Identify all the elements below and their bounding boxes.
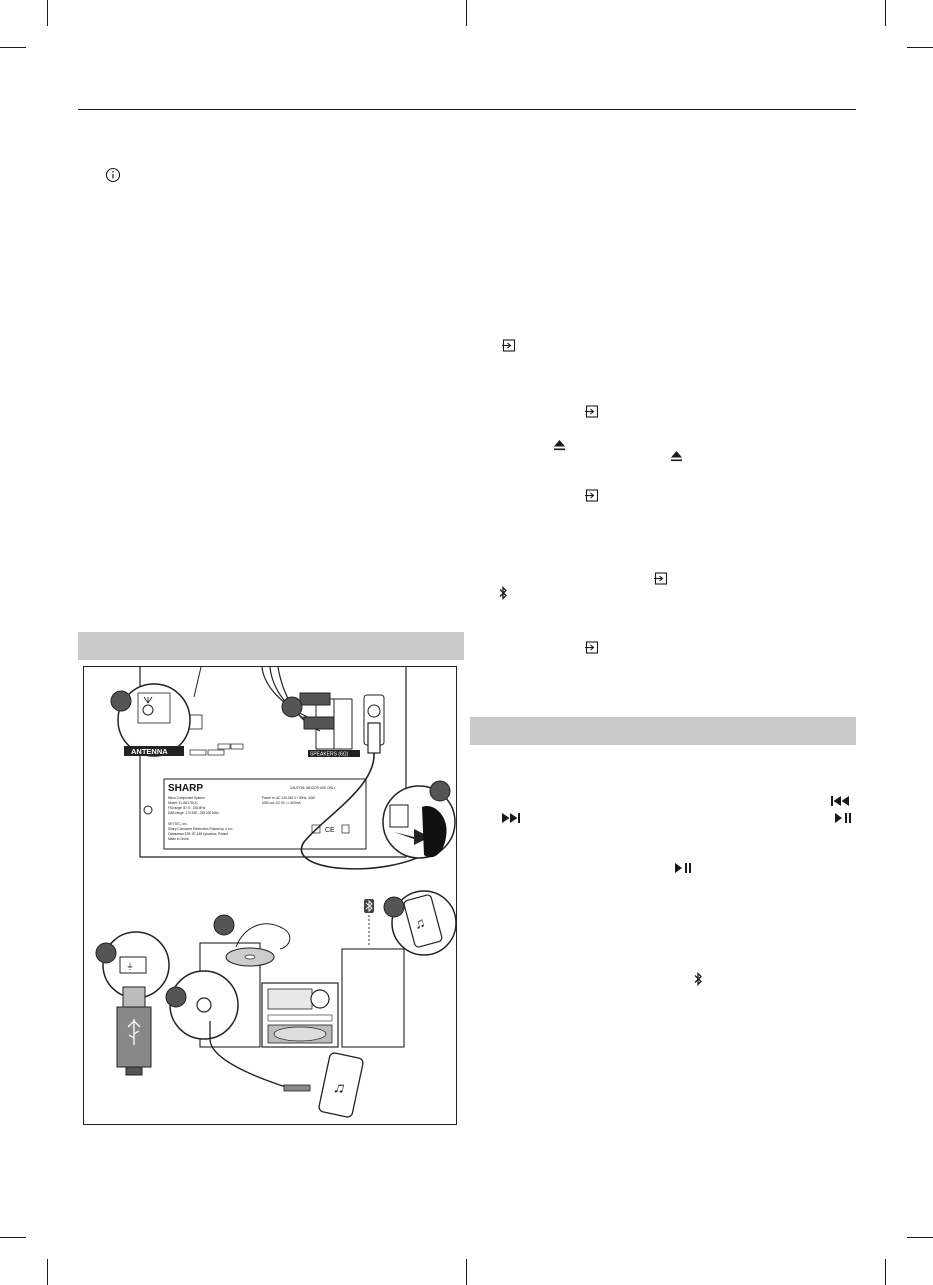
connection-diagram: SHARP CAUTION: INDOOR USE ONLY Micro Com… bbox=[83, 666, 457, 1125]
speaker-cable bbox=[261, 667, 313, 720]
source-icon bbox=[585, 405, 599, 418]
hand-outline bbox=[235, 923, 291, 950]
crop-mark-top-right-v bbox=[885, 0, 886, 26]
bluetooth-icon bbox=[499, 586, 507, 600]
insert-arrow bbox=[394, 829, 430, 845]
aux-plug bbox=[283, 1084, 311, 1092]
info-icon bbox=[105, 167, 121, 183]
antenna-jack-frame bbox=[137, 692, 171, 724]
rating-label bbox=[163, 778, 367, 850]
crop-mark-top-left-h bbox=[0, 47, 26, 48]
crop-mark-top-right-h bbox=[907, 47, 933, 48]
company-line: Ostaszewo 57B, 87-148 Łysomice, Poland bbox=[168, 832, 228, 836]
speaker-out-tag bbox=[308, 750, 360, 757]
antenna-wire bbox=[193, 667, 202, 698]
company-line: Sharp Consumer Electronics Poland sp. z … bbox=[168, 827, 233, 831]
brand-logo: SHARP bbox=[168, 783, 203, 794]
eject-icon bbox=[671, 451, 682, 462]
step-badge bbox=[95, 942, 117, 964]
unit-back-panel bbox=[139, 667, 407, 858]
weee-bin-icon bbox=[341, 824, 350, 834]
double-insulation-mark bbox=[311, 824, 321, 834]
aux-jack bbox=[196, 997, 212, 1013]
crop-mark-bottom-left-h bbox=[0, 1237, 26, 1238]
step-badge bbox=[165, 986, 187, 1008]
volume-knob bbox=[310, 989, 330, 1009]
label-line: FM range: 87.5 - 108 MHz bbox=[168, 806, 206, 810]
power-socket-ring bbox=[367, 704, 381, 718]
usb-stick-cap bbox=[125, 1066, 143, 1076]
step-badge bbox=[383, 896, 405, 918]
speaker-out-label: SPEAKERS (6Ω) bbox=[310, 752, 349, 758]
connection-diagram-svg: SHARP CAUTION: INDOOR USE ONLY Micro Com… bbox=[95, 667, 456, 1118]
usb-icon bbox=[127, 1019, 141, 1045]
power-plug bbox=[367, 722, 381, 754]
speaker-plug bbox=[299, 692, 331, 706]
speaker-terminal bbox=[333, 698, 353, 750]
previous-track-icon bbox=[831, 796, 849, 806]
cd-hole bbox=[244, 954, 256, 960]
antenna-jack bbox=[142, 704, 154, 716]
company-line: SKYTEC, Inc. bbox=[168, 822, 188, 826]
caution-text: CAUTION: INDOOR USE ONLY bbox=[290, 786, 337, 790]
panel-port bbox=[207, 749, 225, 756]
wall-socket bbox=[389, 804, 409, 828]
crop-mark-bottom-center-v bbox=[466, 1259, 467, 1285]
eject-icon bbox=[554, 440, 565, 451]
music-note-icon: ♫ bbox=[332, 1079, 347, 1098]
power-line: USB out: DC 5V == 500mA bbox=[262, 801, 301, 805]
phone-aux bbox=[318, 1052, 364, 1118]
source-icon bbox=[585, 641, 599, 654]
ce-mark: CE bbox=[325, 827, 335, 834]
main-unit-display bbox=[267, 988, 313, 1010]
screw-hole bbox=[143, 805, 153, 815]
company-line: Made in China bbox=[168, 837, 189, 841]
usb-stick-connector bbox=[122, 986, 146, 1008]
antenna-symbol-icon bbox=[143, 696, 153, 704]
source-icon bbox=[502, 339, 516, 352]
play-pause-icon bbox=[675, 863, 691, 873]
crop-mark-bottom-right-v bbox=[885, 1259, 886, 1285]
label-line: DAB range: 174.928 - 239.200 MHz bbox=[168, 811, 219, 815]
cd-in-tray bbox=[273, 1026, 327, 1042]
source-icon bbox=[585, 489, 599, 502]
usb-port bbox=[119, 956, 147, 974]
step-badge bbox=[110, 690, 132, 712]
bluetooth-symbol-icon bbox=[365, 899, 373, 913]
crop-mark-top-left-v bbox=[47, 0, 48, 26]
aux-cable bbox=[209, 1021, 293, 1090]
header-rule bbox=[78, 109, 856, 110]
crop-mark-top-center-v bbox=[466, 0, 467, 26]
speaker-plug bbox=[303, 716, 335, 730]
right-speaker bbox=[341, 948, 405, 1048]
step-badge bbox=[281, 696, 303, 718]
label-line: Micro Component System bbox=[168, 796, 205, 800]
next-track-icon bbox=[502, 813, 520, 823]
antenna-label: ANTENNA bbox=[131, 747, 168, 756]
panel-port bbox=[217, 743, 231, 750]
crop-mark-bottom-left-v bbox=[47, 1259, 48, 1285]
play-pause-icon bbox=[835, 813, 851, 823]
antenna-tag bbox=[124, 746, 184, 756]
button-row bbox=[267, 1014, 333, 1022]
panel-port bbox=[230, 743, 244, 750]
label-line: Model: XL-B517D(X) bbox=[168, 801, 197, 805]
phone-bluetooth bbox=[403, 894, 443, 948]
bluetooth-icon bbox=[694, 972, 702, 986]
power-plug-head bbox=[422, 806, 447, 858]
step-badge bbox=[429, 780, 451, 802]
music-note-icon: ♫ bbox=[412, 914, 426, 932]
panel-port bbox=[189, 749, 207, 756]
source-icon bbox=[654, 572, 668, 585]
usb-port-icon: ⏚ bbox=[126, 962, 134, 971]
crop-mark-bottom-right-h bbox=[907, 1237, 933, 1238]
power-line: Power In: AC 220-240 V~ 50Hz, 34W bbox=[262, 796, 315, 800]
power-cable bbox=[300, 752, 430, 870]
step-badge bbox=[213, 914, 235, 936]
section-header-bar-playback bbox=[470, 717, 856, 745]
section-header-bar-connections bbox=[78, 632, 464, 660]
